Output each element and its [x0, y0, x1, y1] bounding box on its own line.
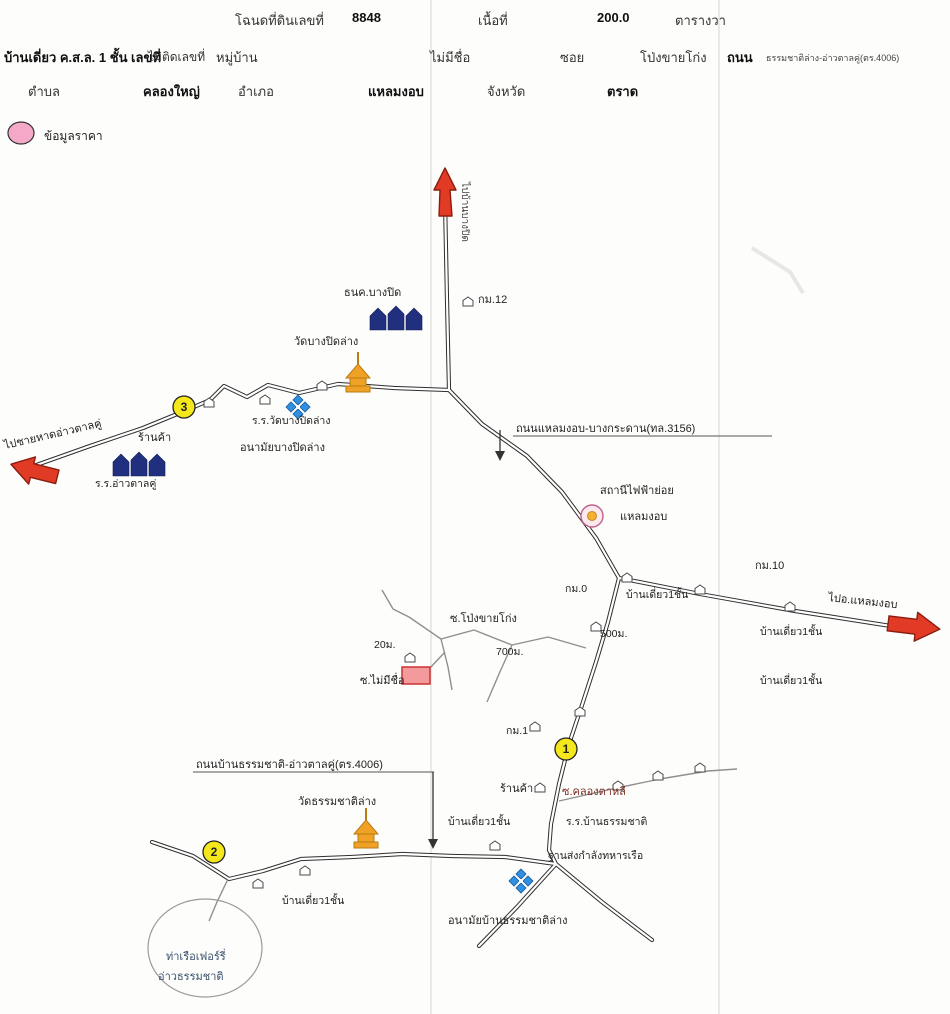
marker-3: 3	[172, 395, 196, 419]
label-soi-klong-ta-lee: ซ.คลองตาหลี	[562, 785, 626, 798]
label-house-4: บ้านเดี่ยว1ชั้น	[448, 814, 510, 828]
house-icon	[316, 380, 328, 391]
house-icon	[252, 878, 264, 889]
marker-1: 1	[554, 737, 578, 761]
area-value: 200.0	[597, 10, 630, 25]
house-icon	[299, 865, 311, 876]
marker-1-number: 1	[563, 742, 570, 756]
house-icon	[534, 782, 546, 793]
tambon-label: ตำบล	[28, 84, 60, 99]
road-value: ธรรมชาติล่าง-อ่าวตาลคู่(ตร.4006)	[766, 53, 900, 63]
label-wat-bang-pit-lang: วัดบางปิดล่าง	[294, 336, 358, 348]
label-ferry-2: อ่าวธรรมชาติ	[158, 971, 224, 983]
marker-3-number: 3	[181, 400, 188, 414]
marker-2-number: 2	[211, 845, 218, 859]
house-icon	[784, 601, 796, 612]
label-road-3156: ถนนแหลมงอบ-บางกระดาน(ทล.3156)	[516, 423, 695, 435]
arrow-east-icon	[886, 611, 941, 642]
subject-property-marker	[401, 666, 431, 685]
house-icon	[489, 840, 501, 851]
price-legend-icon	[7, 121, 35, 145]
area-unit: ตารางวา	[675, 13, 726, 28]
ferry-pier-outline	[147, 898, 263, 998]
label-navy-base: ฐานส่งกำลังทหารเรือ	[548, 849, 643, 862]
down-arrowhead-1	[495, 451, 505, 461]
house-icon	[694, 584, 706, 595]
tambon-value: คลองใหญ่	[143, 84, 200, 99]
label-wat-thammachat: วัดธรรมชาติล่าง	[298, 796, 376, 808]
landmark-icons	[112, 305, 604, 894]
label-km1: กม.1	[506, 725, 528, 737]
temple-icon	[345, 351, 371, 393]
house-number-value: ไม่ติดเลขที่	[148, 50, 206, 64]
temple-icon	[353, 807, 379, 849]
label-to-laem-ngop: ไปอ.แหลมงอบ	[827, 591, 898, 611]
arrow-west-icon	[10, 456, 60, 485]
label-km0: กม.0	[565, 583, 587, 595]
house-icon	[259, 394, 271, 405]
price-markers: 3 1 2	[172, 395, 578, 864]
area-label: เนื้อที่	[478, 13, 508, 28]
label-road-4006: ถนนบ้านธรรมชาติ-อ่าวตาลคู่(ตร.4006)	[196, 759, 383, 771]
direction-arrows	[10, 167, 941, 642]
deed-number-label: โฉนดที่ดินเลขที่	[235, 13, 324, 28]
house-icon	[462, 296, 474, 307]
map-labels: ไปบ้านบางปิด ธนค.บางปิด วัดบางปิดล่าง กม…	[2, 181, 898, 983]
label-km12: กม.12	[478, 294, 507, 306]
label-bank: ธนค.บางปิด	[344, 287, 401, 299]
health-station-icon	[508, 868, 534, 894]
label-dist-500: 500ม.	[600, 628, 627, 640]
bank-building-icon	[369, 305, 423, 331]
house-icon	[621, 572, 633, 583]
label-pointers	[193, 430, 772, 849]
marker-2: 2	[202, 840, 226, 864]
province-value: ตราด	[607, 84, 639, 99]
label-shop-left: ร้านค้า	[138, 432, 171, 444]
house-icon	[529, 721, 541, 732]
label-dist-700: 700ม.	[496, 646, 523, 658]
province-label: จังหวัด	[487, 84, 526, 99]
price-legend-label: ข้อมูลราคา	[44, 129, 103, 144]
house-icon	[652, 770, 664, 781]
down-arrowhead-2	[428, 839, 438, 849]
label-shop-south: ร้านค้า	[500, 783, 533, 795]
substation-icon	[580, 504, 604, 528]
label-anamai-bang-pit: อนามัยบางปิดล่าง	[240, 442, 325, 454]
house-icon	[404, 652, 416, 663]
label-school-thammachat: ร.ร.บ้านธรรมชาติ	[566, 816, 647, 828]
village-label: หมู่บ้าน	[216, 50, 258, 65]
label-house-5: บ้านเดี่ยว1ชั้น	[282, 893, 344, 907]
label-dist-20: 20ม.	[374, 639, 396, 651]
label-anamai-thammachat: อนามัยบ้านธรรมชาติล่าง	[448, 915, 568, 927]
label-to-bang-pit: ไปบ้านบางปิด	[459, 181, 471, 242]
soi-value: โป่งขายโก่ง	[640, 50, 707, 65]
house-icons	[203, 296, 796, 889]
label-soi-no-name: ซ.ไม่มีชื่อ	[360, 672, 405, 687]
amphoe-value: แหลมงอบ	[368, 84, 424, 99]
label-house-3: บ้านเดี่ยว1ชั้น	[760, 673, 822, 687]
soi-label: ซอย	[560, 50, 585, 65]
label-km10: กม.10	[755, 560, 784, 572]
amphoe-label: อำเภอ	[238, 84, 274, 99]
label-substation-1: สถานีไฟฟ้าย่อย	[600, 484, 674, 497]
deed-number-value: 8848	[352, 10, 381, 25]
school-building-icon	[112, 451, 166, 477]
house-icon	[694, 762, 706, 773]
arrow-north-icon	[433, 167, 457, 217]
label-substation-2: แหลมงอบ	[620, 511, 667, 523]
house-description: บ้านเดี่ยว ค.ส.ล. 1 ชั้น เลขที่	[4, 50, 161, 65]
label-house-2: บ้านเดี่ยว1ชั้น	[760, 624, 822, 638]
major-roads	[25, 197, 900, 949]
label-soi-pong: ซ.โป่งขายโก่ง	[450, 611, 517, 625]
label-school-ao-tan-khu: ร.ร.อ่าวตาลคู่	[95, 478, 156, 490]
label-school-wat-bang-pit: ร.ร.วัดบางปิดล่าง	[252, 415, 330, 427]
village-value: ไม่มีชื่อ	[430, 50, 471, 65]
label-house-1: บ้านเดี่ยว1ชั้น	[626, 587, 688, 601]
road-label: ถนน	[727, 50, 753, 65]
legend: ข้อมูลราคา	[7, 121, 103, 145]
house-icon	[574, 706, 586, 717]
label-ferry-1: ท่าเรือเฟอร์รี่	[166, 948, 226, 963]
